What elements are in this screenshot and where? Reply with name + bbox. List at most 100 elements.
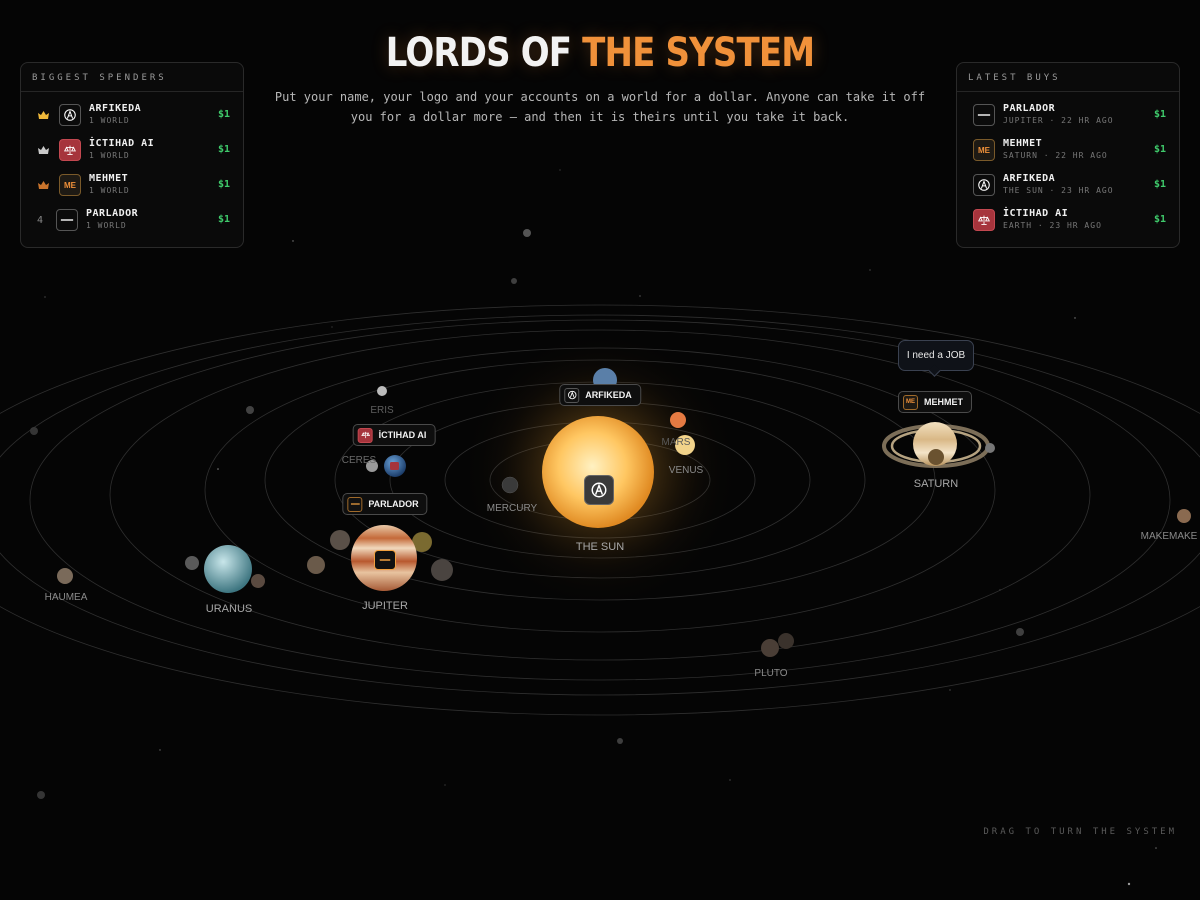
buy-details: EARTH · 23 HR AGO <box>1003 221 1102 230</box>
planet-mars[interactable] <box>670 412 686 428</box>
label-mercury: MERCURY <box>486 503 538 514</box>
planet-ceres[interactable] <box>366 460 378 472</box>
biggest-spenders-panel: BIGGEST SPENDERS ARFIKEDA 1 WORLD $1 İCT… <box>20 62 244 248</box>
planet-pluto[interactable] <box>761 639 779 657</box>
ictihad-scales-icon <box>973 209 995 231</box>
moon-jupiter-1 <box>330 530 350 550</box>
parlador-logo-icon <box>347 496 363 512</box>
arfikeda-logo-icon <box>564 387 580 403</box>
spender-name: MEHMET <box>89 173 129 184</box>
spender-row[interactable]: ME MEHMET 1 WORLD $1 <box>21 168 243 203</box>
owner-tag-saturn[interactable]: ME MEHMET <box>898 391 972 413</box>
label-pluto: PLUTO <box>754 668 788 679</box>
planet-saturn-group[interactable] <box>882 422 995 468</box>
owner-name: PARLADOR <box>368 499 419 509</box>
latest-buy-row[interactable]: ARFIKEDA THE SUN · 23 HR AGO $1 <box>957 168 1179 203</box>
silver-crown-icon <box>38 146 49 154</box>
label-saturn: SATURN <box>913 478 959 490</box>
starfield <box>44 169 1157 886</box>
label-ceres: CERES <box>341 455 377 466</box>
title-main: LORDS OF <box>385 30 572 76</box>
spender-price: $1 <box>217 109 230 120</box>
spender-price: $1 <box>217 144 230 155</box>
spender-rank: 4 <box>37 215 44 226</box>
panel-title: BIGGEST SPENDERS <box>21 63 243 92</box>
label-venus: VENUS <box>668 465 704 476</box>
moon-uranus-2 <box>251 574 265 588</box>
panel-title: LATEST BUYS <box>957 63 1179 92</box>
ictihad-scales-icon <box>357 427 373 443</box>
moon-jupiter-3 <box>307 556 325 574</box>
owner-name: MEHMET <box>924 397 963 407</box>
label-mars: MARS <box>661 437 691 448</box>
sun-planet[interactable] <box>542 416 654 528</box>
moon-jupiter-4 <box>431 559 453 581</box>
planet-eris[interactable] <box>377 386 387 396</box>
label-uranus: URANUS <box>205 603 253 615</box>
earth-owner-logo <box>390 462 399 470</box>
spender-price: $1 <box>217 214 230 225</box>
mehmet-logo-icon: ME <box>903 394 918 410</box>
owner-tag-sun[interactable]: ARFIKEDA <box>559 384 641 406</box>
spender-name: İCTIHAD AI <box>89 138 155 149</box>
spender-worlds: 1 WORLD <box>89 186 130 195</box>
buy-price: $1 <box>1153 214 1166 225</box>
page-title: LORDS OF THE SYSTEM <box>90 30 1110 76</box>
spender-name: PARLADOR <box>86 208 139 219</box>
mehmet-logo-icon: ME <box>59 174 81 196</box>
spender-name: ARFIKEDA <box>89 103 142 114</box>
spender-worlds: 1 WORLD <box>89 151 130 160</box>
drag-hint: DRAG TO TURN THE SYSTEM <box>983 827 1177 837</box>
buy-price: $1 <box>1153 109 1166 120</box>
buyer-name: İCTIHAD AI <box>1003 208 1069 219</box>
latest-buy-row[interactable]: ME MEHMET SATURN · 22 HR AGO $1 <box>957 133 1179 168</box>
label-jupiter: JUPITER <box>362 600 408 612</box>
parlador-logo-icon <box>56 209 78 231</box>
owner-name: ARFIKEDA <box>585 390 632 400</box>
planet-venus[interactable] <box>675 435 695 455</box>
mehmet-logo-icon: ME <box>973 139 995 161</box>
buyer-name: ARFIKEDA <box>1003 173 1056 184</box>
moon-uranus-1 <box>185 556 199 570</box>
planet-mercury[interactable] <box>501 476 519 494</box>
planet-haumea[interactable] <box>57 568 73 584</box>
owner-tag-earth[interactable]: İCTIHAD AI <box>352 424 436 446</box>
spender-worlds: 1 WORLD <box>89 116 130 125</box>
gold-crown-icon <box>38 111 49 119</box>
buy-details: THE SUN · 23 HR AGO <box>1003 186 1114 195</box>
parlador-logo-icon <box>973 104 995 126</box>
label-makemake: MAKEMAKE <box>1140 531 1198 542</box>
buyer-name: MEHMET <box>1003 138 1043 149</box>
sun-owner-logo-icon[interactable] <box>584 475 614 505</box>
owner-name: İCTIHAD AI <box>378 430 427 440</box>
mehmet-logo-text: ME <box>64 180 76 190</box>
label-the-sun: THE SUN <box>575 541 625 553</box>
buyer-name: PARLADOR <box>1003 103 1056 114</box>
spender-worlds: 1 WORLD <box>86 221 127 230</box>
mehmet-logo-text: ME <box>978 145 990 155</box>
mehmet-logo-text: ME <box>906 399 915 405</box>
arfikeda-logo-icon <box>973 174 995 196</box>
arfikeda-logo-icon <box>59 104 81 126</box>
moon-charon <box>778 633 794 649</box>
buy-details: JUPITER · 22 HR AGO <box>1003 116 1114 125</box>
spender-row[interactable]: İCTIHAD AI 1 WORLD $1 <box>21 133 243 168</box>
latest-buy-row[interactable]: İCTIHAD AI EARTH · 23 HR AGO $1 <box>957 203 1179 238</box>
jupiter-owner-logo-icon[interactable] <box>374 550 396 570</box>
label-haumea: HAUMEA <box>44 592 88 603</box>
label-eris: ERIS <box>370 405 394 416</box>
spender-price: $1 <box>217 179 230 190</box>
latest-buy-row[interactable]: PARLADOR JUPITER · 22 HR AGO $1 <box>957 98 1179 133</box>
spender-row[interactable]: ARFIKEDA 1 WORLD $1 <box>21 98 243 133</box>
planet-makemake[interactable] <box>1177 509 1191 523</box>
latest-buys-panel: LATEST BUYS PARLADOR JUPITER · 22 HR AGO… <box>956 62 1180 248</box>
buy-price: $1 <box>1153 144 1166 155</box>
moon-jupiter-2 <box>412 532 432 552</box>
planet-uranus[interactable] <box>204 545 252 593</box>
spender-row[interactable]: 4 PARLADOR 1 WORLD $1 <box>21 203 243 238</box>
ictihad-scales-icon <box>59 139 81 161</box>
owner-tag-jupiter[interactable]: PARLADOR <box>342 493 428 515</box>
page-subtitle: Put your name, your logo and your accoun… <box>274 90 926 124</box>
title-accent: THE SYSTEM <box>582 30 815 76</box>
